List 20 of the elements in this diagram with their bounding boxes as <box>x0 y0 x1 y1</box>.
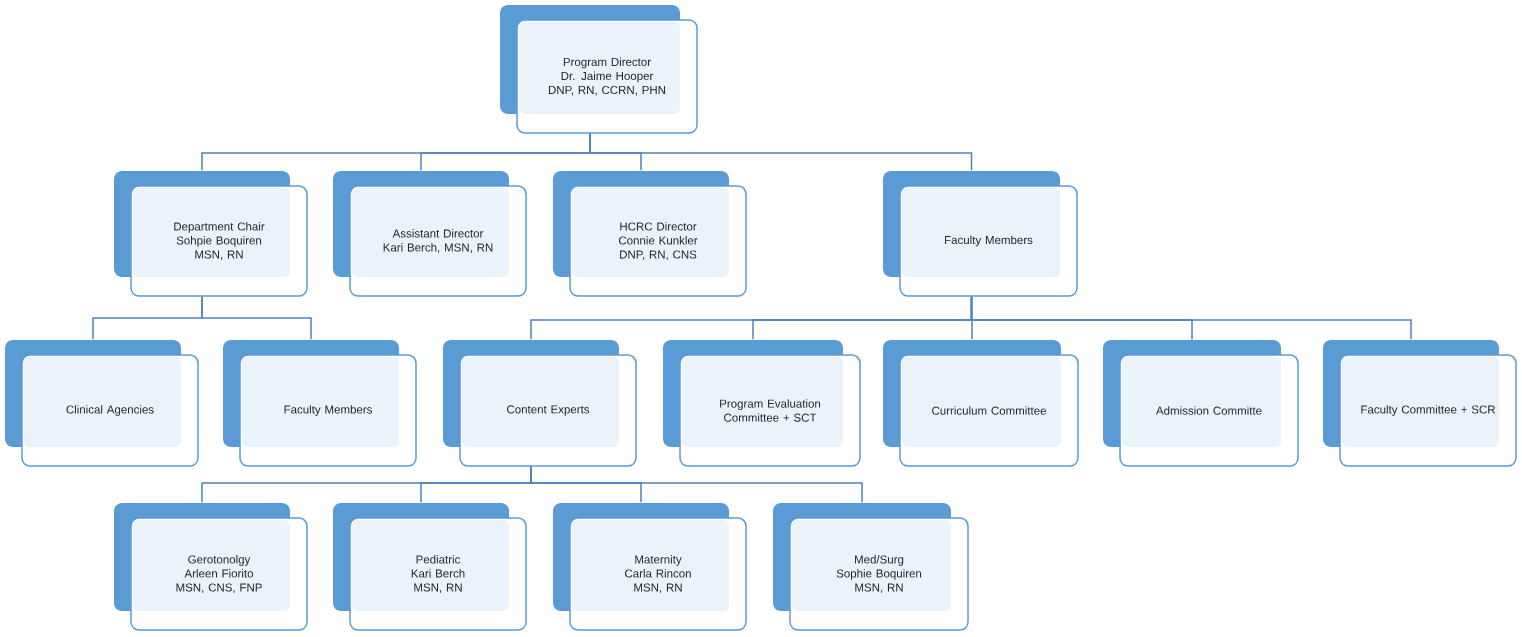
org-chart-box: Program Evaluation Committee + SCT <box>663 340 861 467</box>
org-chart-box: Assistant Director Kari Berch, MSN, RN <box>333 171 527 297</box>
connector-line <box>970 296 1412 340</box>
org-chart-box: Admission Committe <box>1103 340 1299 467</box>
org-chart-box: Clinical Agencies <box>5 340 199 467</box>
connector-line <box>589 133 973 171</box>
org-chart-box: Faculty Members <box>223 340 417 467</box>
org-chart-box: Faculty Members <box>883 171 1078 297</box>
org-chart-box: Faculty Committee + SCR <box>1323 340 1517 467</box>
org-chart-box: Content Experts <box>443 340 637 467</box>
org-chart-box: HCRC Director Connie Kunkler DNP, RN, CNS <box>553 171 747 297</box>
org-chart-box: Department Chair Sohpie Boquiren MSN, RN <box>114 171 308 297</box>
org-chart-box: Maternity Carla Rincon MSN, RN <box>553 503 747 631</box>
connector-line <box>530 466 863 503</box>
org-chart-box: Gerotonolgy Arleen Fiorito MSN, CNS, FNP <box>114 503 308 631</box>
org-chart-box: Program Director Dr. Jaime Hooper DNP, RN, CCRN, PHN <box>500 5 698 134</box>
org-chart-box: Curriculum Committee <box>883 340 1079 467</box>
connector-line <box>201 296 312 340</box>
org-chart-box: Pediatric Kari Berch MSN, RN <box>333 503 527 631</box>
org-chart-box: Med/Surg Sophie Boquiren MSN, RN <box>773 503 969 631</box>
